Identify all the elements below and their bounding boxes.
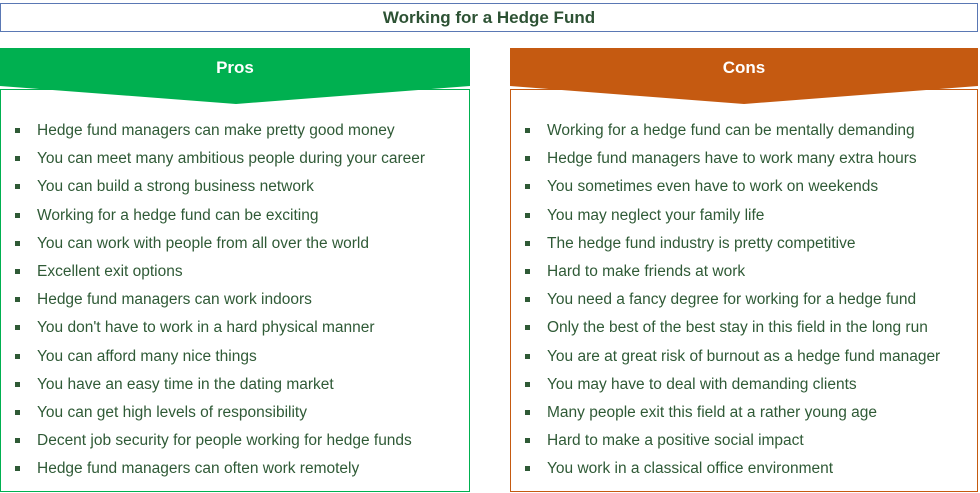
pros-item-text: You can get high levels of responsibilit… [37, 403, 307, 421]
cons-list-item: Hard to make friends at work [510, 261, 940, 289]
square-bullet-icon [15, 297, 20, 303]
pros-list-item: You can afford many nice things [0, 346, 425, 374]
square-bullet-icon [15, 128, 20, 133]
square-bullet-icon [525, 240, 530, 246]
cons-item-text: You sometimes even have to work on weeke… [547, 178, 879, 196]
pros-list-item: Working for a hedge fund can be exciting [0, 205, 425, 233]
cons-list: Working for a hedge fund can be mentally… [510, 120, 940, 486]
cons-item-text: Hard to make friends at work [547, 262, 746, 280]
pros-item-text: Hedge fund managers can work indoors [37, 291, 312, 309]
square-bullet-icon [15, 353, 20, 359]
pros-item-text: Excellent exit options [37, 262, 183, 280]
cons-item-text: Working for a hedge fund can be mentally… [547, 122, 915, 139]
pros-list-item: Excellent exit options [0, 261, 425, 289]
pros-list-item: You don't have to work in a hard physica… [0, 317, 425, 345]
cons-item-text: You may neglect your family life [547, 206, 765, 224]
square-bullet-icon [15, 381, 20, 387]
pros-item-text: Hedge fund managers can often work remot… [37, 460, 360, 478]
cons-header-shape [510, 48, 978, 104]
pros-item-text: Decent job security for people working f… [37, 432, 412, 450]
square-bullet-icon [525, 128, 530, 133]
cons-list-item: You may neglect your family life [510, 205, 940, 233]
pros-list-item: Hedge fund managers can work indoors [0, 289, 425, 317]
pros-item-text: You don't have to work in a hard physica… [37, 319, 375, 337]
cons-item-text: You work in a classical office environme… [547, 460, 834, 478]
cons-item-text: Hedge fund managers have to work many ex… [547, 150, 917, 168]
pros-label: Pros [216, 58, 254, 77]
pros-item-text: You can afford many nice things [37, 347, 257, 365]
pros-list-item: You can meet many ambitious people durin… [0, 148, 425, 176]
square-bullet-icon [525, 268, 530, 274]
pros-item-text: You can work with people from all over t… [37, 234, 369, 252]
square-bullet-icon [525, 409, 530, 415]
cons-list-item: Hard to make a positive social impact [510, 430, 940, 458]
cons-item-text: You need a fancy degree for working for … [547, 291, 917, 309]
cons-item-text: You are at great risk of burnout as a he… [547, 347, 941, 365]
square-bullet-icon [15, 438, 20, 444]
pros-list-item: Hedge fund managers can make pretty good… [0, 120, 425, 148]
pros-item-text: Working for a hedge fund can be exciting [37, 206, 319, 224]
cons-header: Cons [510, 48, 978, 106]
pros-list-item: Hedge fund managers can often work remot… [0, 458, 425, 486]
square-bullet-icon [525, 212, 530, 218]
pros-list: Hedge fund managers can make pretty good… [0, 120, 425, 486]
cons-list-item: You work in a classical office environme… [510, 458, 940, 486]
square-bullet-icon [525, 466, 530, 472]
square-bullet-icon [15, 325, 20, 331]
cons-item-text: You may have to deal with demanding clie… [547, 375, 857, 393]
cons-list-item: You may have to deal with demanding clie… [510, 374, 940, 402]
square-bullet-icon [525, 353, 530, 359]
square-bullet-icon [525, 438, 530, 444]
pros-item-text: You can meet many ambitious people durin… [37, 150, 426, 168]
square-bullet-icon [15, 409, 20, 415]
cons-list-item: Only the best of the best stay in this f… [510, 317, 940, 345]
cons-list-item: Working for a hedge fund can be mentally… [510, 120, 940, 148]
square-bullet-icon [15, 212, 20, 218]
page-title: Working for a Hedge Fund [0, 3, 978, 32]
square-bullet-icon [525, 297, 530, 303]
square-bullet-icon [15, 240, 20, 246]
pros-list-item: Decent job security for people working f… [0, 430, 425, 458]
pros-header: Pros [0, 48, 470, 106]
square-bullet-icon [15, 184, 20, 190]
cons-item-text: The hedge fund industry is pretty compet… [547, 234, 856, 252]
pros-item-text: Hedge fund managers can make pretty good… [37, 122, 395, 139]
cons-item-text: Hard to make a positive social impact [547, 432, 804, 450]
cons-list-item: You sometimes even have to work on weeke… [510, 176, 940, 204]
pros-list-item: You have an easy time in the dating mark… [0, 374, 425, 402]
square-bullet-icon [525, 184, 530, 190]
cons-list-item: You need a fancy degree for working for … [510, 289, 940, 317]
cons-label: Cons [722, 58, 766, 77]
cons-item-text: Many people exit this field at a rather … [547, 403, 878, 421]
square-bullet-icon [15, 466, 20, 472]
pros-list-item: You can work with people from all over t… [0, 233, 425, 261]
pros-list-item: You can get high levels of responsibilit… [0, 402, 425, 430]
square-bullet-icon [525, 156, 530, 162]
square-bullet-icon [525, 381, 530, 387]
pros-header-shape [0, 48, 470, 104]
pros-list-item: You can build a strong business network [0, 176, 425, 204]
pros-item-text: You have an easy time in the dating mark… [37, 375, 334, 393]
square-bullet-icon [15, 156, 20, 162]
cons-item-text: Only the best of the best stay in this f… [547, 319, 928, 337]
cons-list-item: The hedge fund industry is pretty compet… [510, 233, 940, 261]
pros-item-text: You can build a strong business network [37, 178, 314, 196]
square-bullet-icon [15, 268, 20, 274]
square-bullet-icon [525, 325, 530, 331]
cons-list-item: You are at great risk of burnout as a he… [510, 346, 940, 374]
cons-list-item: Hedge fund managers have to work many ex… [510, 148, 940, 176]
cons-list-item: Many people exit this field at a rather … [510, 402, 940, 430]
